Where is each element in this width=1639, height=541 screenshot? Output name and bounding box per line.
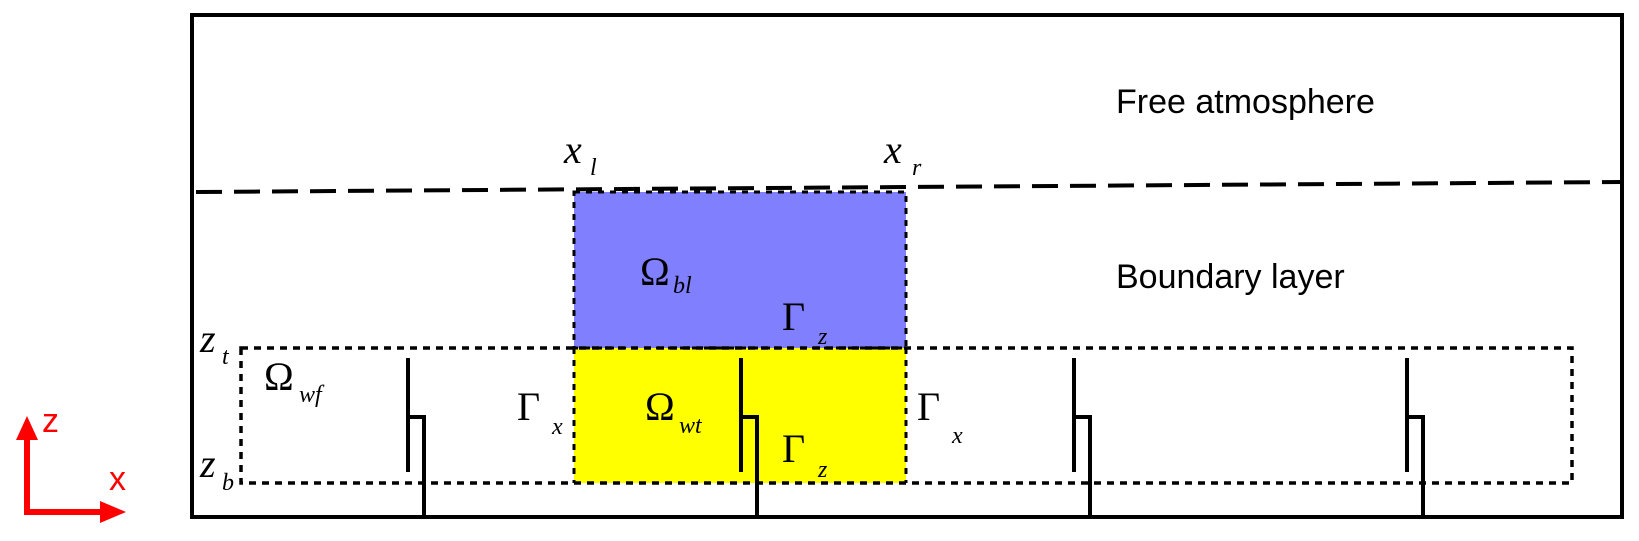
- z-axis-arrowhead: [16, 416, 38, 440]
- boundary-layer-top-dashed-line: [195, 180, 1623, 194]
- wind-turbine-2: [739, 358, 759, 517]
- domain-outer-box: [190, 13, 1624, 519]
- gamma-z-upper-main: Γ: [782, 294, 805, 339]
- gamma-x-right-sub: x: [951, 423, 963, 449]
- gamma-z-lower-label: Γ z: [782, 426, 828, 483]
- gamma-x-right-main: Γ: [917, 384, 940, 429]
- omega-bl-sub: bl: [673, 273, 692, 299]
- omega-wt-label: Ω wt: [645, 384, 703, 439]
- gamma-x-left-label: Γ x: [517, 384, 563, 440]
- x-right-main: x: [883, 127, 902, 172]
- turbine-3-tower: [1075, 415, 1092, 517]
- x-right-sub: r: [912, 155, 922, 181]
- turbine-1-tower: [409, 415, 426, 517]
- omega-bl-label: Ω bl: [640, 249, 692, 299]
- gamma-x-left-sub: x: [551, 414, 563, 440]
- wind-turbine-1: [406, 358, 426, 517]
- omega-wt-main: Ω: [645, 384, 675, 429]
- turbine-4-tower: [1408, 415, 1425, 517]
- omega-wf-outline: [239, 346, 1574, 485]
- omega-wf-main: Ω: [264, 354, 294, 399]
- x-left-main: x: [563, 127, 582, 172]
- gamma-z-lower-main: Γ: [782, 426, 805, 471]
- boundary-layer-label: Boundary layer: [1116, 258, 1345, 296]
- x-left-sub: l: [590, 155, 597, 181]
- free-atmosphere-label: Free atmosphere: [1116, 83, 1375, 121]
- omega-bl-main: Ω: [640, 249, 670, 294]
- wind-turbine-3: [1072, 358, 1092, 517]
- gamma-x-right-label: Γ x: [917, 384, 963, 449]
- coordinate-axes: z x: [16, 402, 126, 523]
- omega-wf-sub: wf: [299, 382, 325, 408]
- z-bottom-sub: b: [222, 470, 234, 496]
- z-top-sub: t: [222, 344, 230, 370]
- x-left-label: x l: [563, 127, 597, 181]
- x-axis-arrowhead: [100, 501, 126, 523]
- z-top-label: z t: [199, 316, 230, 370]
- gamma-z-upper-sub: z: [817, 324, 828, 350]
- x-right-label: x r: [883, 127, 922, 181]
- turbine-2-tower: [742, 415, 759, 517]
- z-bottom-label: z b: [199, 441, 234, 496]
- x-axis-label: x: [109, 460, 126, 498]
- gamma-z-lower-sub: z: [817, 457, 828, 483]
- omega-wt-sub: wt: [679, 413, 703, 439]
- omega-wf-label: Ω wf: [264, 354, 325, 408]
- gamma-z-upper-label: Γ z: [782, 294, 828, 350]
- z-top-main: z: [199, 316, 216, 361]
- gamma-x-left-main: Γ: [517, 384, 540, 429]
- wind-turbine-4: [1405, 358, 1425, 517]
- z-bottom-main: z: [199, 441, 216, 486]
- omega-bl-region: [574, 192, 906, 348]
- z-axis-label: z: [42, 402, 59, 440]
